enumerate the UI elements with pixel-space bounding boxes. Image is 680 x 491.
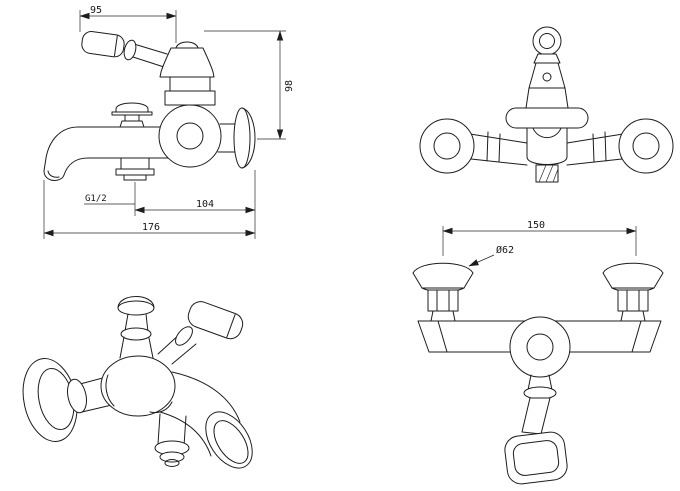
rear-view: 150 Ø62 (412, 220, 664, 485)
side-right-wall-flange (618, 118, 674, 174)
perspective-lever-handle (157, 301, 244, 365)
dimension-diameter-62: Ø62 (468, 244, 514, 267)
front-lever-handle (81, 30, 215, 78)
front-spout (43, 126, 191, 181)
front-shower-outlet (115, 157, 155, 181)
rear-body-hub (509, 316, 571, 378)
dimension-thread: G1/2 (84, 194, 135, 205)
rear-right-escutcheon (602, 262, 664, 322)
side-body (505, 26, 589, 183)
perspective-spout (159, 371, 253, 469)
side-right-union (566, 131, 624, 166)
side-left-union (469, 131, 528, 166)
flange-diameter-label: Ø62 (496, 244, 514, 256)
side-left-wall-flange (419, 118, 475, 174)
perspective-diverter-knob (117, 296, 155, 359)
dimension-98-label: 98 (284, 80, 295, 92)
dimension-95-label: 95 (90, 5, 102, 16)
dimension-98: 98 (204, 30, 295, 140)
rear-left-escutcheon (412, 262, 474, 322)
rear-handle (504, 374, 568, 485)
front-body (158, 76, 222, 168)
perspective-view (22, 296, 253, 469)
dimension-95: 95 (79, 5, 177, 43)
perspective-body (100, 355, 176, 417)
perspective-shower-outlet (154, 413, 190, 467)
front-diverter-knob (111, 102, 153, 128)
side-view (419, 26, 674, 183)
dimension-176: 176 (43, 180, 256, 239)
dimension-104-label: 104 (196, 199, 214, 210)
dimension-150: 150 (442, 220, 637, 256)
dimension-104: 104 (134, 170, 256, 239)
perspective-wall-flange (22, 358, 87, 442)
thread-size-label: G1/2 (85, 194, 107, 204)
dimension-150-label: 150 (527, 220, 545, 231)
dimension-176-label: 176 (142, 222, 160, 233)
front-wall-flange (217, 107, 256, 169)
front-view: 95 98 G1/2 104 176 (43, 5, 295, 239)
